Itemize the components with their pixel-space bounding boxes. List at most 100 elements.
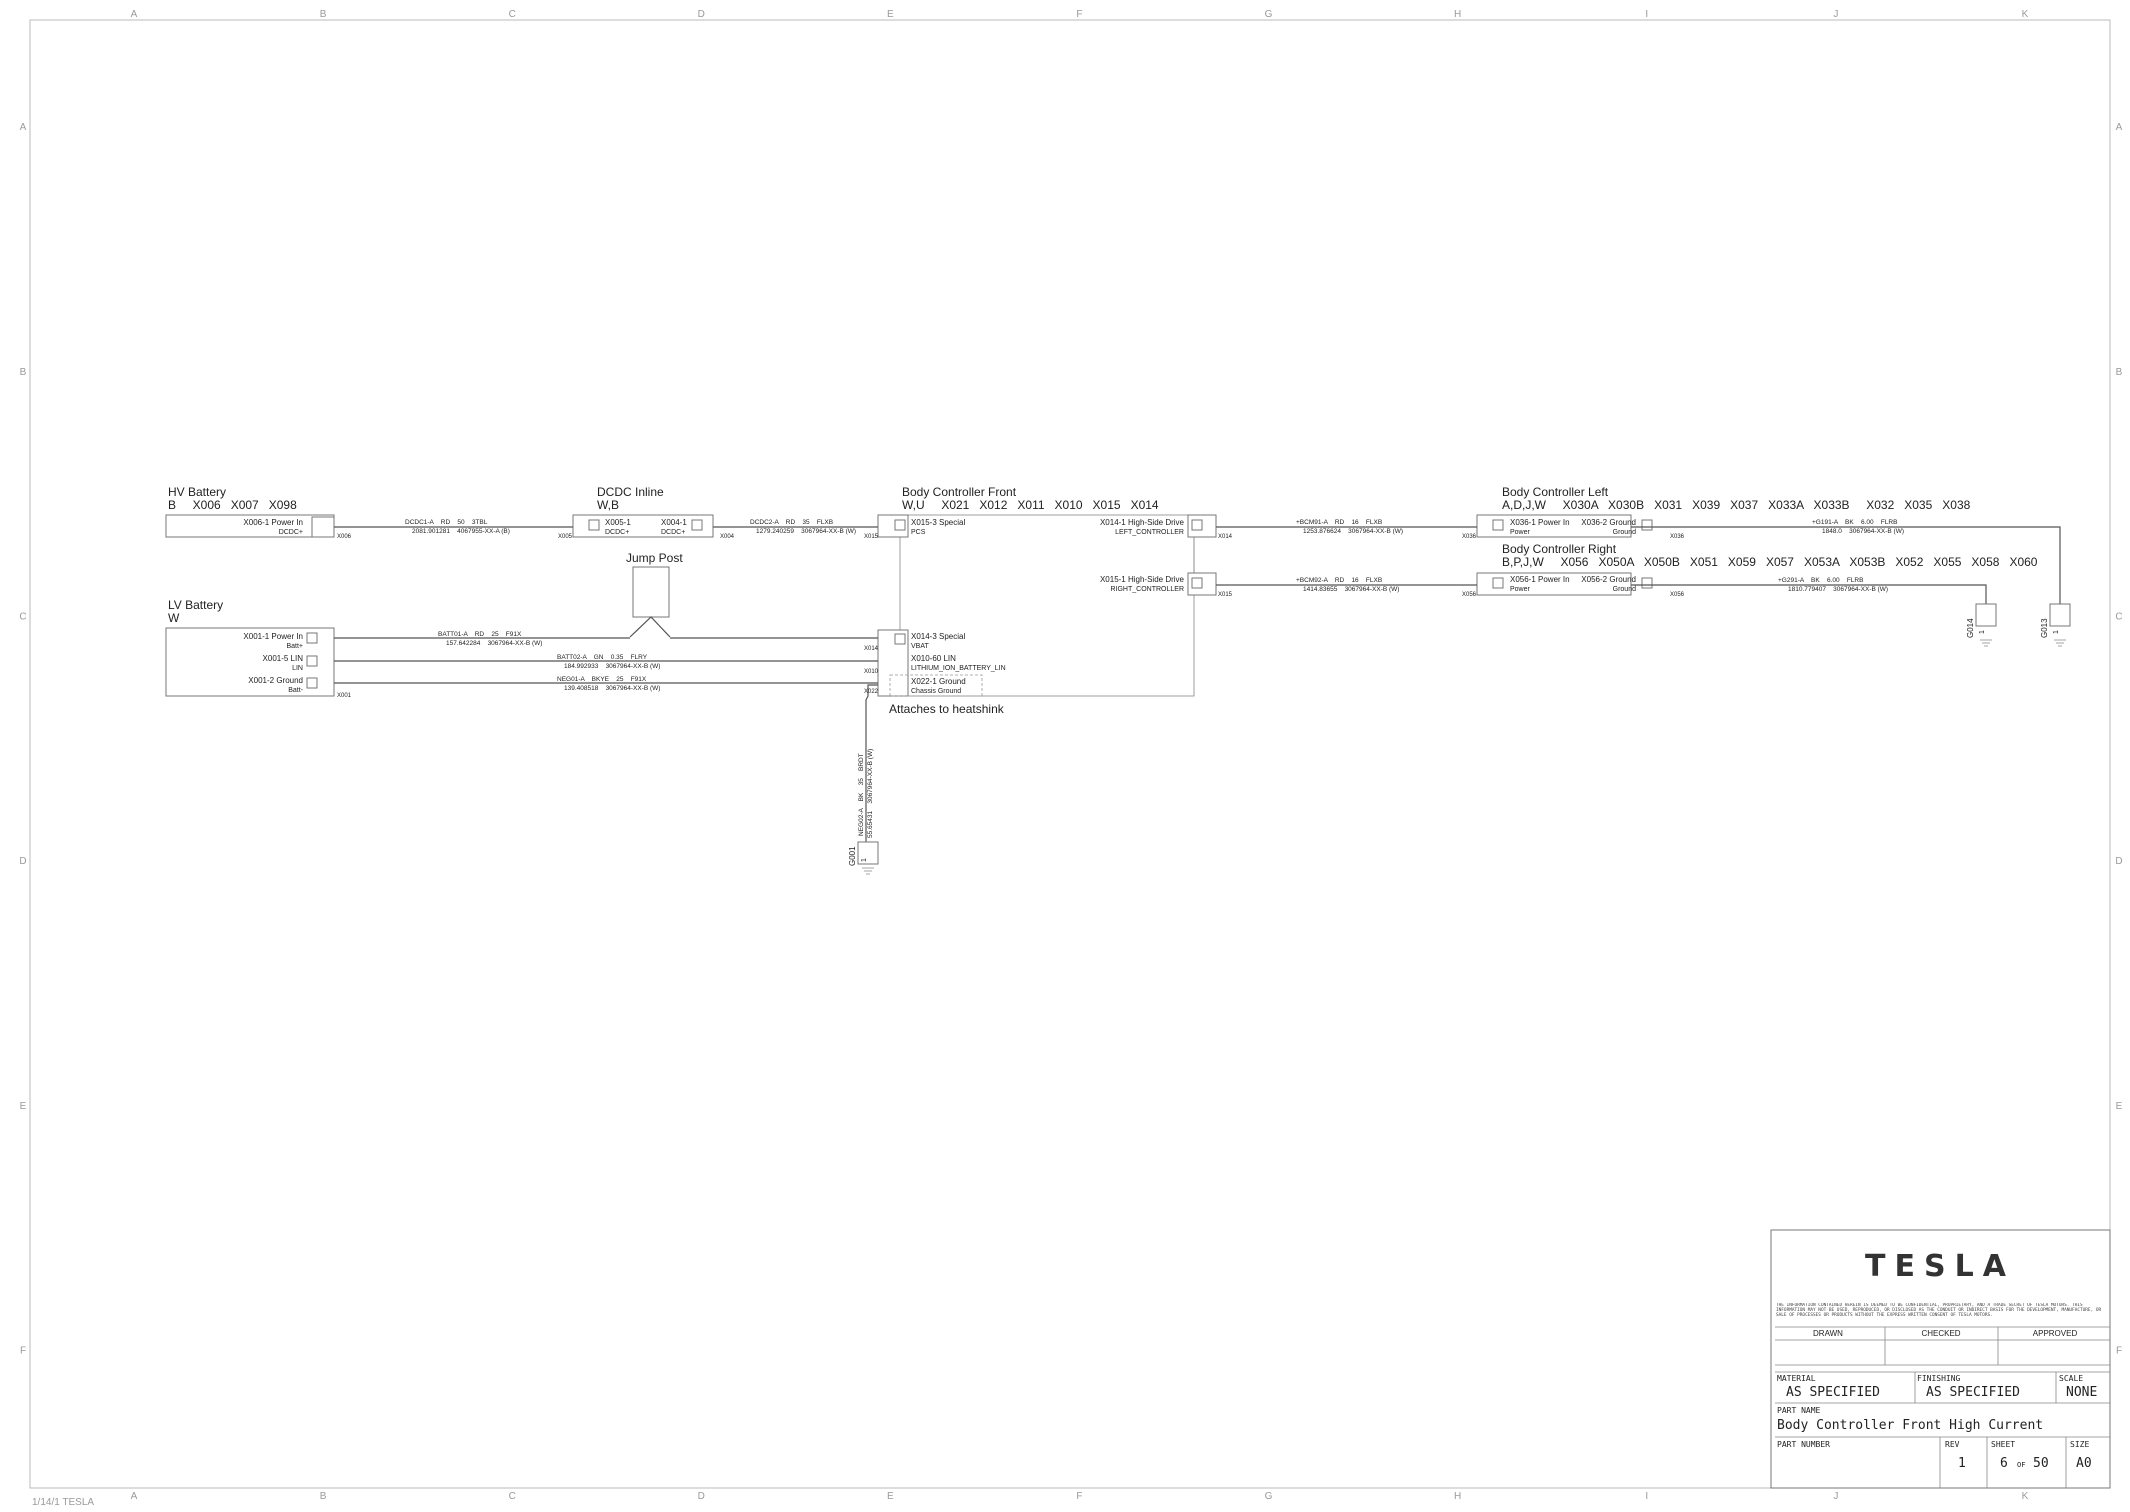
- lv-battery-conn: X001: [337, 693, 352, 699]
- ground-g013[interactable]: G013 1: [2040, 603, 2071, 647]
- title-block-disclaimer: THE INFORMATION CONTAINED HEREIN IS DEEM…: [1776, 1303, 2102, 1319]
- body-left-pin2-label: X036-2 Ground: [1581, 518, 1636, 527]
- title-block-frame: [1770, 1229, 2111, 1489]
- grid-col-bottom-H: H: [1454, 1491, 1461, 1502]
- jump-post[interactable]: Jump Post: [626, 551, 683, 638]
- grid-col-top-G: G: [1265, 9, 1273, 20]
- grid-col-bottom-F: F: [1076, 1491, 1082, 1502]
- grid-col-top-K: K: [2022, 9, 2029, 20]
- body-left-pin2-sub: Ground: [1613, 529, 1636, 536]
- ground-g001-pin: 1: [861, 858, 868, 862]
- body-front-drive2-sub: RIGHT_CONTROLLER: [1110, 586, 1184, 593]
- tb-material-label: MATERIAL: [1777, 1374, 1816, 1383]
- grid-row-left-D: D: [19, 856, 26, 867]
- tesla-logo: TESLA: [1865, 1249, 2015, 1284]
- grid-col-bottom-B: B: [320, 1491, 327, 1502]
- tb-material: AS SPECIFIED: [1786, 1385, 1880, 1400]
- body-front-pin4-conn: X022: [864, 689, 879, 695]
- grid-col-bottom-E: E: [887, 1491, 894, 1502]
- ground-g001[interactable]: G001 1: [848, 841, 879, 875]
- tb-drawn: DRAWN: [1813, 1329, 1843, 1338]
- grid-col-top-H: H: [1454, 9, 1461, 20]
- body-left-conn-right: X036: [1670, 534, 1685, 540]
- jump-post-box: [632, 566, 670, 618]
- body-front-drive1-label: X014-1 High-Side Drive: [1100, 518, 1185, 527]
- tb-size-label: SIZE: [2070, 1440, 2089, 1449]
- lv-pin1-square: [306, 632, 318, 644]
- grid-row-right-B: B: [2116, 367, 2123, 378]
- body-right-title: Body Controller Right: [1502, 542, 1617, 556]
- body-controller-front[interactable]: Body Controller Front W,U X021 X012 X011…: [864, 485, 1233, 716]
- grid-col-top-A: A: [131, 9, 138, 20]
- dcdc-conn-right: X004: [720, 534, 735, 540]
- body-front-pin4-label: X022-1 Ground: [911, 677, 966, 686]
- ground-g001-symbol: [862, 867, 874, 875]
- tb-sheet: 6: [2000, 1456, 2008, 1471]
- ground-g014[interactable]: G014 1: [1966, 603, 1997, 647]
- body-front-pin1-label: X015-3 Special: [911, 518, 965, 527]
- body-front-codes: W,U X021 X012 X011 X010 X015 X014: [902, 498, 1159, 512]
- hv-battery[interactable]: HV Battery B X006 X007 X098 X006-1 Power…: [165, 485, 352, 540]
- body-left-conn-left: X036: [1462, 534, 1477, 540]
- wire-g191-ref: 1848.0 3067964-XX-B (W): [1822, 528, 1904, 535]
- body-controller-right[interactable]: Body Controller Right B,P,J,W X056 X050A…: [1462, 542, 2038, 598]
- wire-neg02: [865, 684, 878, 842]
- grid-col-top-B: B: [320, 9, 327, 20]
- dcdc-conn-left: X005: [558, 534, 573, 540]
- lv-battery-title: LV Battery: [168, 598, 223, 612]
- grid-col-top-I: I: [1645, 9, 1648, 20]
- tb-scale: NONE: [2066, 1385, 2097, 1400]
- lv-battery[interactable]: LV Battery W X001-1 Power In Batt+ X001-…: [165, 598, 352, 699]
- body-right-pin1-label: X056-1 Power In: [1510, 575, 1570, 584]
- body-front-pin3-label: X010-60 LIN: [911, 654, 956, 663]
- ground-g013-box: [2049, 603, 2071, 627]
- tb-rev-label: REV: [1945, 1440, 1960, 1449]
- dcdc-inline[interactable]: DCDC Inline W,B X005-1 DCDC+ X004-1 DCDC…: [558, 485, 735, 540]
- lv-battery-codes: W: [168, 611, 180, 625]
- lv-pin2-square: [306, 655, 318, 667]
- tb-sheet-label: SHEET: [1991, 1440, 2015, 1449]
- wire-dcdc1-ref: 2081.901281 4067955-XX-A (B): [412, 528, 510, 535]
- wire-dcdc2-ref: 1279.240259 3067964-XX-B (W): [756, 528, 856, 535]
- body-front-pin1-conn: X015: [864, 534, 879, 540]
- lv-battery-box: [165, 627, 335, 697]
- grid-col-bottom-C: C: [509, 1491, 516, 1502]
- wire-g191: [1631, 526, 2061, 604]
- tb-of: OF: [2017, 1461, 2025, 1469]
- wire-bcm91-spec: +BCM91-A RD 16 FLXB: [1296, 519, 1382, 526]
- dcdc-pin1-sub: DCDC+: [605, 529, 629, 536]
- wire-neg01-ref: 139.408518 3067964-XX-B (W): [564, 685, 660, 692]
- wire-g291-spec: +G291-A BK 6.00 FLRB: [1778, 577, 1863, 584]
- body-front-pin1-sub: PCS: [911, 529, 926, 536]
- wire-g291: [1631, 584, 1987, 604]
- wire-neg02-ref: 55.65431 3067964-XX-B (W): [867, 749, 874, 838]
- dcdc-box: [572, 514, 714, 538]
- wire-batt02-spec: BATT02-A GN 0.35 FLRY: [557, 654, 648, 661]
- grid-row-left-F: F: [20, 1345, 26, 1356]
- grid-row-left-A: A: [20, 122, 27, 133]
- ground-g013-pin: 1: [2053, 630, 2060, 634]
- ground-g014-pin: 1: [1979, 630, 1986, 634]
- grid-col-bottom-J: J: [1833, 1491, 1838, 1502]
- wire-g291-ref: 1810.779407 3067964-XX-B (W): [1788, 586, 1888, 593]
- body-left-pin1-label: X036-1 Power In: [1510, 518, 1570, 527]
- title-block-disclaimer-wrap: THE INFORMATION CONTAINED HEREIN IS DEEM…: [1776, 1303, 2102, 1319]
- body-left-codes: A,D,J,W X030A X030B X031 X039 X037 X033A…: [1502, 498, 1971, 512]
- grid-col-bottom-A: A: [131, 1491, 138, 1502]
- wire-bcm92-spec: +BCM92-A RD 16 FLXB: [1296, 577, 1382, 584]
- wire-neg01-spec: NEG01-A BKYE 25 F91X: [557, 676, 647, 683]
- body-front-pin4-sub: Chassis Ground: [911, 688, 961, 695]
- wire-batt01-spec: BATT01-A RD 25 F91X: [438, 631, 522, 638]
- dcdc-codes: W,B: [597, 498, 619, 512]
- body-left-title: Body Controller Left: [1502, 485, 1609, 499]
- body-right-box: [1476, 572, 1632, 596]
- grid-col-bottom-K: K: [2022, 1491, 2029, 1502]
- body-right-pin1-sub: Power: [1510, 586, 1531, 593]
- body-controller-left[interactable]: Body Controller Left A,D,J,W X030A X030B…: [1462, 485, 1971, 540]
- jump-post-title: Jump Post: [626, 551, 683, 565]
- grid-col-bottom-I: I: [1645, 1491, 1648, 1502]
- grid-col-top-D: D: [698, 9, 705, 20]
- body-front-drive1-conn-label: X014: [1218, 534, 1233, 540]
